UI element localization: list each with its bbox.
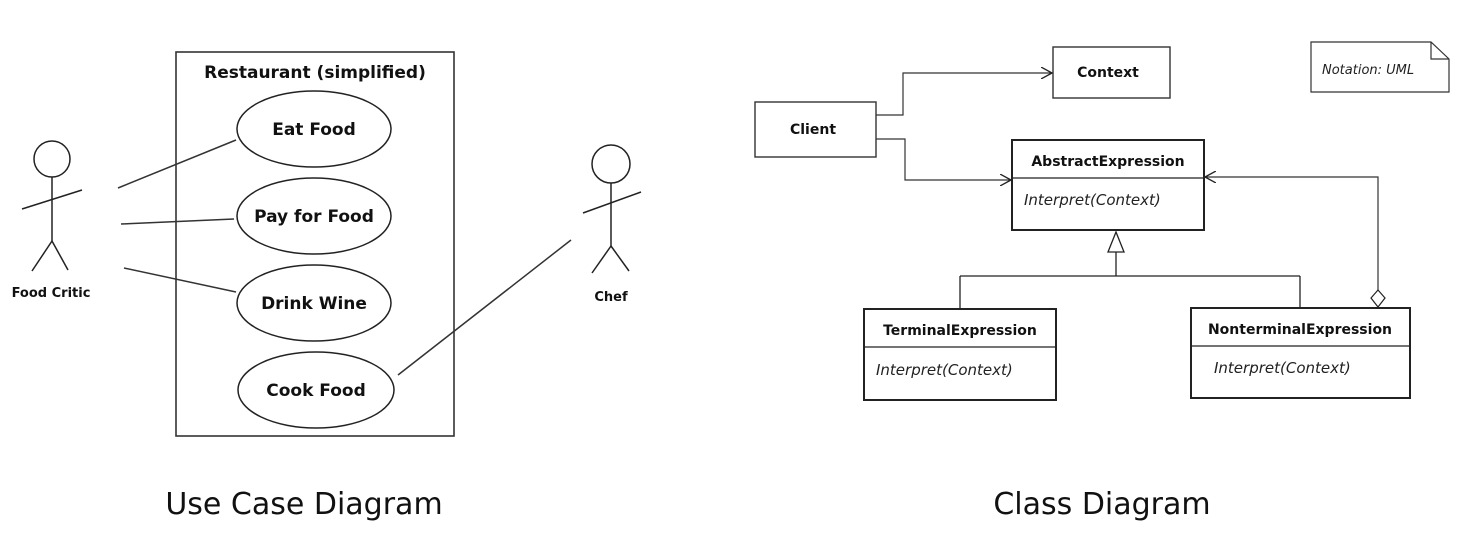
use-case-drink-wine[interactable]: Drink Wine — [236, 264, 392, 342]
class-name: Context — [1077, 65, 1139, 81]
class-context[interactable]: Context — [1052, 46, 1171, 99]
use-case-cook-food[interactable]: Cook Food — [237, 351, 395, 429]
system-title: Restaurant (simplified) — [204, 63, 426, 83]
class-method: Interpret(Context) — [1214, 359, 1351, 377]
class-diagram: Notation: UML Context Client AbstractExp… — [754, 41, 1450, 522]
class-nonterminal-expression[interactable]: NonterminalExpression Interpret(Context) — [1190, 307, 1411, 399]
use-case-label: Pay for Food — [254, 207, 374, 227]
aggregation-nonterminal-abstract — [1205, 177, 1386, 308]
dependency-client-context — [876, 73, 1052, 116]
actor-label: Chef — [594, 290, 628, 305]
actor-chef[interactable]: Chef — [582, 144, 642, 305]
association-critic-pay-for-food — [120, 218, 235, 225]
class-name: Client — [790, 122, 836, 138]
generalization-abstract-expression — [959, 230, 1301, 309]
system-boundary — [175, 51, 455, 437]
association-chef-cook-food — [397, 239, 572, 376]
use-case-label: Eat Food — [272, 120, 356, 140]
class-client[interactable]: Client — [754, 101, 877, 158]
class-method: Interpret(Context) — [876, 361, 1013, 379]
aggregation-diamond-icon — [1370, 289, 1386, 308]
use-case-pay-for-food[interactable]: Pay for Food — [236, 177, 392, 255]
use-case-diagram-caption: Use Case Diagram — [165, 487, 442, 522]
inheritance-triangle-icon — [1107, 230, 1125, 253]
use-case-label: Cook Food — [266, 381, 366, 401]
class-abstract-expression[interactable]: AbstractExpression Interpret(Context) — [1011, 139, 1205, 231]
class-name: NonterminalExpression — [1208, 322, 1392, 338]
class-name: AbstractExpression — [1031, 154, 1184, 170]
note-notation: Notation: UML — [1310, 41, 1450, 93]
note-text: Notation: UML — [1322, 63, 1414, 78]
actor-label: Food Critic — [12, 286, 91, 301]
use-case-diagram: Restaurant (simplified) Eat Food Pay for… — [12, 51, 642, 522]
class-name: TerminalExpression — [883, 323, 1037, 339]
class-method: Interpret(Context) — [1024, 191, 1161, 209]
use-case-eat-food[interactable]: Eat Food — [236, 90, 392, 168]
class-terminal-expression[interactable]: TerminalExpression Interpret(Context) — [863, 308, 1057, 401]
dependency-client-abstract-expression — [876, 138, 1011, 180]
association-critic-drink-wine — [123, 267, 237, 293]
use-case-label: Drink Wine — [261, 294, 367, 314]
association-critic-eat-food — [117, 139, 237, 189]
class-diagram-caption: Class Diagram — [993, 487, 1210, 522]
actor-food-critic[interactable]: Food Critic — [12, 140, 91, 301]
